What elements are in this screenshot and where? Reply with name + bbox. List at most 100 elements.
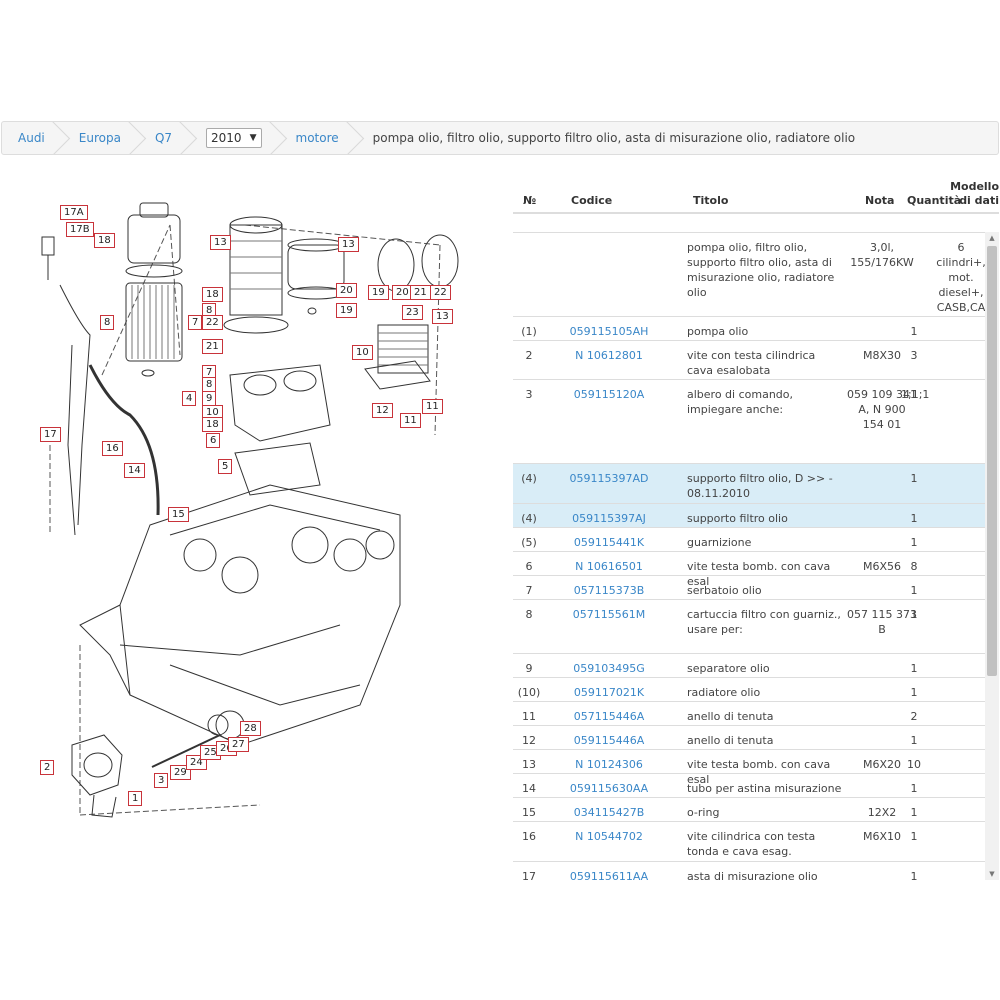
diagram-callout[interactable]: 17A [60, 205, 88, 220]
diagram-callout[interactable]: 22 [430, 285, 451, 300]
part-quantity: 1 [910, 686, 918, 699]
scroll-up-icon[interactable]: ▲ [989, 234, 995, 242]
part-code-link[interactable]: 059115397AJ [572, 512, 646, 525]
table-scrollbar[interactable]: ▲ ▼ [985, 232, 999, 880]
part-code-link[interactable]: 059115630AA [569, 782, 649, 795]
breadcrumb-motore[interactable]: motore [280, 122, 357, 154]
diagram-callout[interactable]: 17B [66, 222, 94, 237]
part-quantity: 1;1;1 [901, 388, 930, 401]
diagram-callout[interactable]: 10 [352, 345, 373, 360]
part-code-link[interactable]: 057115446A [573, 710, 645, 723]
part-code-link[interactable]: N 10124306 [575, 758, 643, 771]
part-code-link[interactable]: 057115561M [572, 608, 646, 621]
diagram-callout[interactable]: 29 [170, 765, 191, 780]
scrollbar-thumb[interactable] [987, 246, 997, 676]
diagram-callout[interactable]: 6 [206, 433, 221, 448]
diagram-callout[interactable]: 11 [400, 413, 421, 428]
diagram-callout[interactable]: 23 [402, 305, 423, 320]
diagram-callout[interactable]: 19 [368, 285, 389, 300]
diagram-callout[interactable]: 1 [128, 791, 143, 806]
diagram-callout[interactable]: 20 [336, 283, 357, 298]
diagram-callout[interactable]: 13 [432, 309, 453, 324]
part-code-link[interactable]: 059115105AH [569, 325, 649, 338]
part-quantity: 10 [907, 758, 921, 771]
diagram-callout[interactable]: 17 [40, 427, 61, 442]
part-code-link[interactable]: 057115373B [573, 584, 645, 597]
diagram-callout[interactable]: 8 [100, 315, 115, 330]
diagram-callout[interactable]: 13 [210, 235, 231, 250]
part-code-link[interactable]: 059115611AA [569, 870, 649, 880]
part-quantity: 1 [910, 806, 918, 819]
diagram-callout[interactable]: 19 [336, 303, 357, 318]
diagram-callout[interactable]: 14 [124, 463, 145, 478]
breadcrumb-europa[interactable]: Europa [63, 122, 139, 154]
part-quantity: 1 [910, 584, 918, 597]
scroll-down-icon[interactable]: ▼ [989, 870, 995, 878]
diagram-callout[interactable]: 18 [94, 233, 115, 248]
diagram-callout[interactable]: 16 [102, 441, 123, 456]
part-title: anello di tenuta [687, 734, 774, 747]
diagram-callout[interactable]: 4 [182, 391, 197, 406]
part-code-link[interactable]: 059117021K [573, 686, 645, 699]
part-code-link[interactable]: N 10612801 [575, 349, 643, 362]
part-title: anello di tenuta [687, 710, 774, 723]
diagram-callout[interactable]: 2 [40, 760, 55, 775]
diagram-callout[interactable]: 21 [410, 285, 431, 300]
diagram-callout[interactable]: 27 [228, 737, 249, 752]
diagram-callout[interactable]: 22 [202, 315, 223, 330]
row-number: 14 [522, 782, 536, 795]
part-code-link[interactable]: 034115427B [573, 806, 645, 819]
table-row[interactable]: pompa olio, filtro olio, supporto filtro… [513, 232, 986, 316]
part-note: 12X2 [867, 806, 897, 819]
diagram-callout[interactable]: 11 [422, 399, 443, 414]
part-code-link[interactable]: 059115446A [573, 734, 645, 747]
row-number: 9 [525, 662, 533, 675]
part-code-link[interactable]: 059115397AD [569, 472, 649, 485]
diagram-callout[interactable]: 3 [154, 773, 169, 788]
diagram-callout[interactable]: 18 [202, 417, 223, 432]
diagram-callout[interactable]: 5 [218, 459, 233, 474]
diagram-callout[interactable]: 12 [372, 403, 393, 418]
part-code-link[interactable]: N 10544702 [575, 830, 643, 843]
diagram-callout[interactable]: 18 [202, 287, 223, 302]
part-code-link[interactable]: 059103495G [573, 662, 645, 675]
breadcrumb-q7[interactable]: Q7 [139, 122, 190, 154]
breadcrumb-audi[interactable]: Audi [2, 122, 63, 154]
diagram-callout[interactable]: 7 [188, 315, 203, 330]
diagram-callout[interactable]: 25 [200, 745, 221, 760]
part-code-link[interactable]: 059115120A [573, 388, 645, 401]
header-no: № [523, 194, 537, 207]
part-code-link[interactable]: N 10616501 [575, 560, 643, 573]
diagram-callout[interactable]: 13 [338, 237, 359, 252]
diagram-callout[interactable]: 9 [202, 391, 217, 406]
diagram-callout[interactable]: 21 [202, 339, 223, 354]
row-number: 15 [522, 806, 536, 819]
part-code-link[interactable]: 059115441K [573, 536, 645, 549]
diagram-callout[interactable]: 8 [202, 377, 217, 392]
diagram-callout[interactable]: 20 [392, 285, 413, 300]
year-select[interactable]: 2010 ▼ [206, 128, 262, 148]
breadcrumb-current: pompa olio, filtro olio, supporto filtro… [372, 131, 856, 145]
diagram-callout[interactable]: 28 [240, 721, 261, 736]
part-title: vite cilindrica con testa tonda e cava e… [687, 830, 816, 858]
diagram-callout[interactable]: 15 [168, 507, 189, 522]
